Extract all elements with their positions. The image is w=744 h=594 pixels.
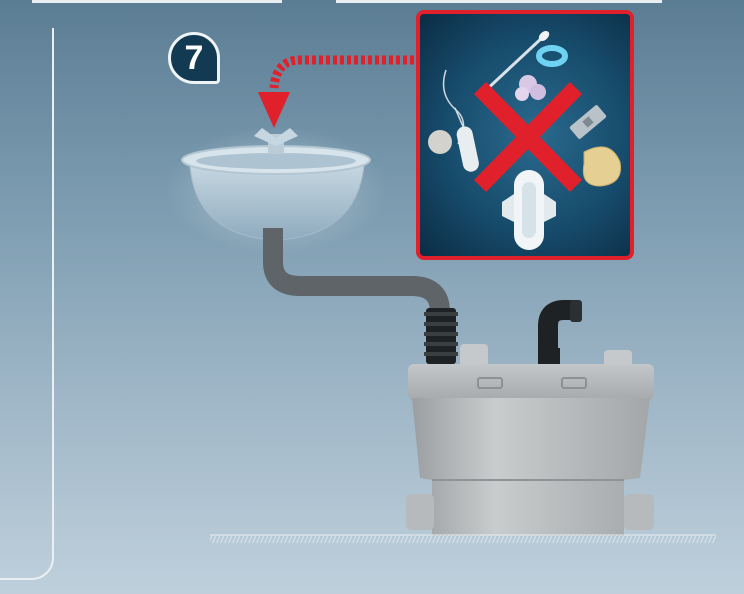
cotton-pad-icon	[428, 130, 452, 154]
tampon-icon	[451, 105, 480, 173]
hair-tie-icon	[539, 48, 565, 64]
forbidden-items-panel	[416, 10, 634, 260]
condom-icon	[583, 147, 620, 186]
razor-blade-icon	[569, 104, 607, 139]
cotton-ball-icon	[515, 75, 546, 101]
forbidden-items-illustration	[420, 14, 634, 260]
sanitary-pad-icon	[502, 170, 556, 250]
